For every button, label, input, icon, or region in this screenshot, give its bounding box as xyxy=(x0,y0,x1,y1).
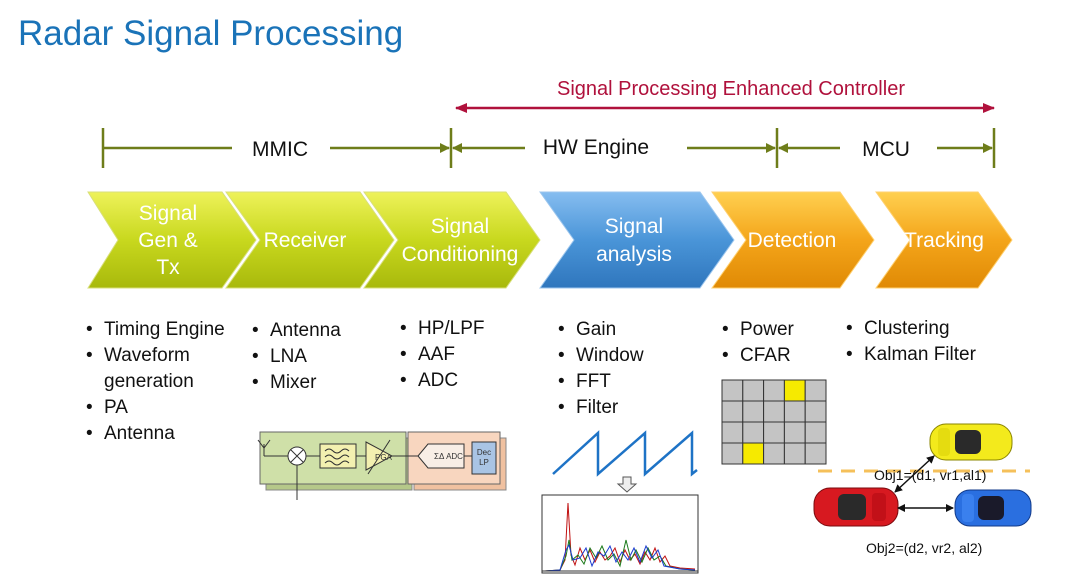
bullet-item: FFT xyxy=(558,369,644,395)
cfar-grid xyxy=(721,379,827,465)
circuit-adc-label: ΣΔ ADC xyxy=(434,452,463,461)
fft-spectrum-plot xyxy=(541,494,699,574)
stage-analysis-line1: Signal xyxy=(605,215,663,238)
bullet-item: Mixer xyxy=(252,370,341,396)
tracking-scene: Obj1=(d1, vr1,al1) Obj2=(d2, vr2, al2) xyxy=(813,423,1032,556)
stage-signal-analysis: Signal analysis xyxy=(539,191,735,289)
obj2-label: Obj2=(d2, vr2, al2) xyxy=(866,540,982,556)
column-analysis: GainWindowFFTFilter xyxy=(558,317,644,421)
column-signal-gen: Timing EngineWaveformgenerationPAAntenna xyxy=(86,317,225,447)
stage-signal-gen: Signal Gen & Tx xyxy=(87,191,257,289)
spec-controller-label: Signal Processing Enhanced Controller xyxy=(557,78,905,100)
bullet-item: ADC xyxy=(400,368,485,394)
circuit-lp-label: LP xyxy=(479,458,489,467)
stage-signal-gen-line2: Gen & xyxy=(138,229,198,252)
stage-conditioning-line1: Signal xyxy=(431,215,489,238)
stage-analysis-line2: analysis xyxy=(596,243,672,266)
bullet-item: Waveform xyxy=(86,343,225,369)
cfar-cell xyxy=(763,442,785,465)
bullet-item: Window xyxy=(558,343,644,369)
cfar-cell xyxy=(804,400,827,423)
cfar-cell xyxy=(804,421,827,444)
cfar-cell xyxy=(783,442,806,465)
stage-detection-line1: Detection xyxy=(748,229,837,252)
cfar-cell xyxy=(742,379,765,402)
cfar-cell xyxy=(742,421,765,444)
yellow-car-icon xyxy=(929,423,1013,461)
column-detection: PowerCFAR xyxy=(722,317,794,369)
cfar-cell xyxy=(721,379,744,402)
range-label-mcu: MCU xyxy=(862,138,910,161)
cfar-cell xyxy=(721,442,744,465)
cfar-cell xyxy=(763,379,785,402)
sawtooth-waveform xyxy=(552,430,698,493)
circuit-pga-label: PGA xyxy=(375,453,393,462)
page-title: Radar Signal Processing xyxy=(18,14,404,53)
stage-tracking-line1: Tracking xyxy=(904,229,984,252)
cfar-cell xyxy=(783,400,806,423)
blue-car-icon xyxy=(954,489,1032,527)
bullet-item: LNA xyxy=(252,344,341,370)
bullet-item: Kalman Filter xyxy=(846,342,976,368)
stage-signal-gen-line3: Tx xyxy=(156,256,180,279)
column-tracking: ClusteringKalman Filter xyxy=(846,316,976,368)
obj1-label: Obj1=(d1, vr1,al1) xyxy=(874,467,986,483)
cfar-cell xyxy=(783,421,806,444)
bullet-item: Antenna xyxy=(86,421,225,447)
bullet-item: Power xyxy=(722,317,794,343)
bullet-item: Timing Engine xyxy=(86,317,225,343)
cfar-cell-detected xyxy=(783,379,806,402)
stage-receiver: Receiver xyxy=(225,191,395,289)
cfar-cell xyxy=(763,421,785,444)
cfar-cell xyxy=(804,442,827,465)
spec-controller-bar: Signal Processing Enhanced Controller xyxy=(455,78,995,113)
bullet-item: Gain xyxy=(558,317,644,343)
bullet-item: PA xyxy=(86,395,225,421)
bullet-item: Clustering xyxy=(846,316,976,342)
column-conditioning: HP/LPFAAFADC xyxy=(400,316,485,394)
range-label-hw-engine: HW Engine xyxy=(543,136,649,159)
receiver-circuit-diagram: PGA ΣΔ ADC Dec LP xyxy=(257,431,507,500)
stage-tracking: Tracking xyxy=(875,191,1013,289)
column-receiver: AntennaLNAMixer xyxy=(252,318,341,396)
bullet-item: CFAR xyxy=(722,343,794,369)
bullet-item: Filter xyxy=(558,395,644,421)
cfar-cell xyxy=(742,400,765,423)
red-car-icon xyxy=(813,487,899,527)
bullet-item: HP/LPF xyxy=(400,316,485,342)
stage-receiver-line1: Receiver xyxy=(264,229,347,252)
cfar-cell xyxy=(721,421,744,444)
circuit-dec-label: Dec xyxy=(477,448,491,457)
cfar-cell-detected xyxy=(742,442,765,465)
bullet-item: AAF xyxy=(400,342,485,368)
range-bars xyxy=(101,128,996,168)
bullet-item: generation xyxy=(104,371,194,392)
cfar-cell xyxy=(763,400,785,423)
stage-detection: Detection xyxy=(711,191,875,289)
stage-signal-conditioning: Signal Conditioning xyxy=(363,191,541,289)
bullet-item: Antenna xyxy=(252,318,341,344)
stage-signal-gen-line1: Signal xyxy=(139,202,197,225)
cfar-cell xyxy=(721,400,744,423)
range-label-mmic: MMIC xyxy=(252,138,308,161)
cfar-cell xyxy=(804,379,827,402)
stage-conditioning-line2: Conditioning xyxy=(402,243,519,266)
